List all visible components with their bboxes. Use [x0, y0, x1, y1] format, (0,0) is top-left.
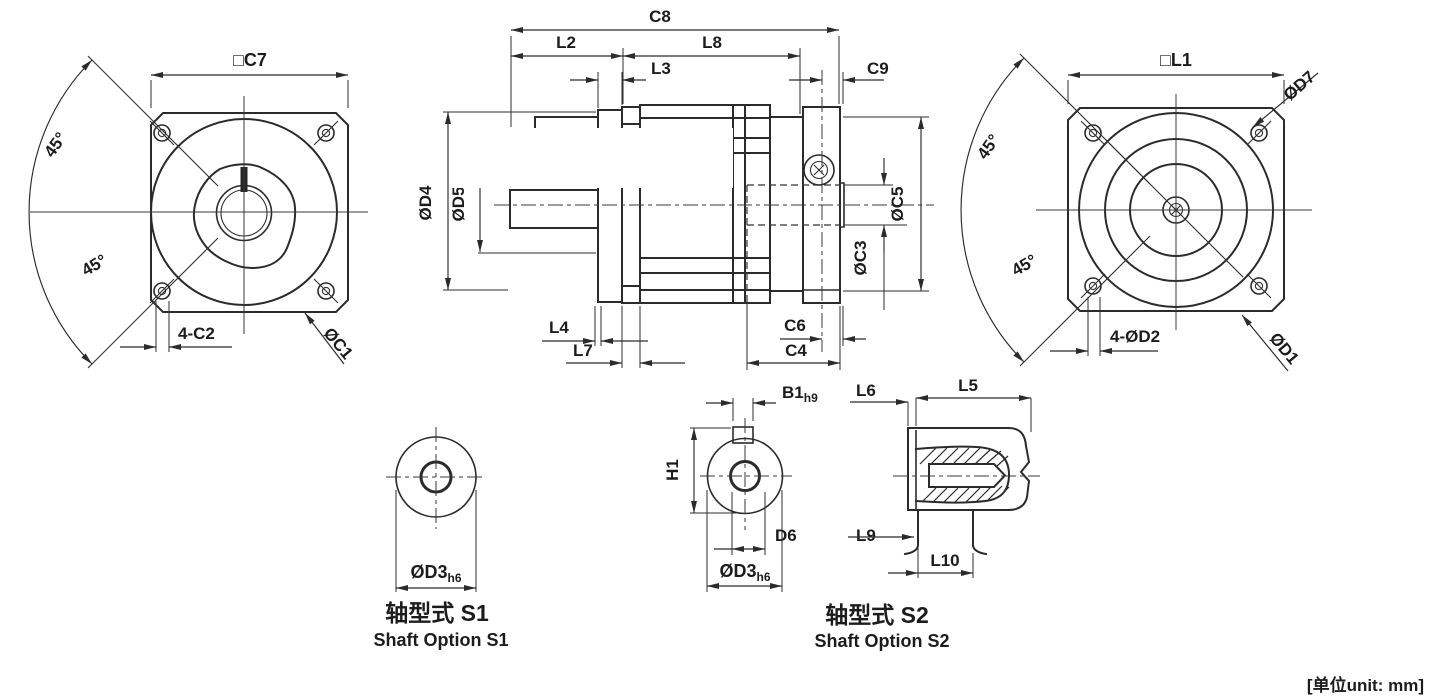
dim-d5-label: ØD5: [449, 187, 468, 222]
front-left-bolt-holes: [149, 120, 339, 304]
dim-c9-label: C9: [867, 59, 889, 78]
keyway-hatching: [919, 447, 1010, 503]
dim-b1-tolerance: h9: [804, 391, 818, 405]
front-left-centerlines: [30, 55, 368, 369]
dim-s1-d3-label: ØD3h6: [410, 562, 461, 585]
dim-4c2-label: 4-C2: [178, 324, 215, 343]
dim-l9-label: L9: [856, 526, 876, 545]
front-right-bolt-holes: [1080, 120, 1272, 299]
dim-c7-label: □C7: [233, 50, 267, 70]
dim-4d2-label: 4-ØD2: [1110, 327, 1160, 346]
s2-side-dimensions: L6 L5 L9 L10: [848, 376, 1032, 578]
section-view: ØD5 C8 L2 L8 L3 C9 ØD4: [416, 7, 934, 370]
section-centerlines: [494, 70, 934, 352]
dim-s2-d3-tolerance: h6: [757, 570, 771, 584]
unit-note: [单位unit: mm]: [1307, 675, 1424, 695]
dim-c5-label: ØC5: [888, 187, 907, 222]
dim-s1-d3-value: ØD3: [410, 562, 447, 582]
shaft-option-s1-view: ØD3h6 轴型式 S1 Shaft Option S1: [374, 427, 509, 650]
dim-l5-label: L5: [958, 376, 978, 395]
dim-c1-label: ØC1: [320, 324, 357, 363]
dim-angle-lower-right: 45°: [1008, 250, 1040, 279]
front-left-dimensions: □C7 45° 45° 4-C2 ØC1: [28, 50, 357, 365]
dim-angle-upper-right: 45°: [973, 131, 1003, 163]
dim-angle-lower-left: 45°: [78, 250, 110, 279]
dim-l7-label: L7: [573, 341, 593, 360]
dim-l8-label: L8: [702, 33, 722, 52]
dim-b1-label: B1h9: [782, 383, 818, 405]
dim-c4-label: C4: [785, 341, 807, 360]
dim-l3-label: L3: [651, 59, 671, 78]
front-right-centerlines: [1019, 53, 1312, 367]
shaft-s2-title-en: Shaft Option S2: [815, 631, 950, 651]
shaft-option-s2-side-view: L6 L5 L9 L10: [848, 376, 1040, 578]
whiteout-patch: [452, 128, 733, 188]
dim-d7-label: ØD7: [1280, 67, 1319, 104]
dim-s1-d3-tolerance: h6: [448, 571, 462, 585]
dim-d1-label: ØD1: [1266, 329, 1303, 368]
dim-l4-label: L4: [549, 318, 569, 337]
dim-angle-upper-left: 45°: [40, 129, 70, 161]
dim-c6-label: C6: [784, 316, 806, 335]
dim-l1-label: □L1: [1160, 50, 1192, 70]
dim-c3-label: ØC3: [851, 241, 870, 276]
front-right-view: □L1 ØD7 45° 45° 4-ØD2 ØD1: [960, 50, 1319, 372]
shaft-s1-title-en: Shaft Option S1: [374, 630, 509, 650]
dim-l6-label: L6: [856, 381, 876, 400]
dim-d6-label: D6: [775, 526, 797, 545]
dim-h1-label: H1: [663, 459, 682, 481]
front-left-view: □C7 45° 45° 4-C2 ØC1: [28, 50, 368, 369]
dim-l2-label: L2: [556, 33, 576, 52]
shaft-s2-title-zh: 轴型式 S2: [825, 602, 929, 628]
dim-b1-value: B1: [782, 383, 804, 402]
shaft-s1-title-zh: 轴型式 S1: [385, 600, 489, 626]
dim-s2-d3-value: ØD3: [719, 561, 756, 581]
shaft-option-s2-front-view: H1 B1h9 D6 ØD3h6 轴型式 S2 Shaft Option S2: [663, 383, 950, 651]
dim-c8-label: C8: [649, 7, 671, 26]
dim-d4-label: ØD4: [416, 185, 435, 221]
dim-l10-label: L10: [930, 551, 959, 570]
section-dimensions: C8 L2 L8 L3 C9 ØD4 ØC5: [416, 7, 929, 370]
dim-s2-d3-label: ØD3h6: [719, 561, 770, 584]
